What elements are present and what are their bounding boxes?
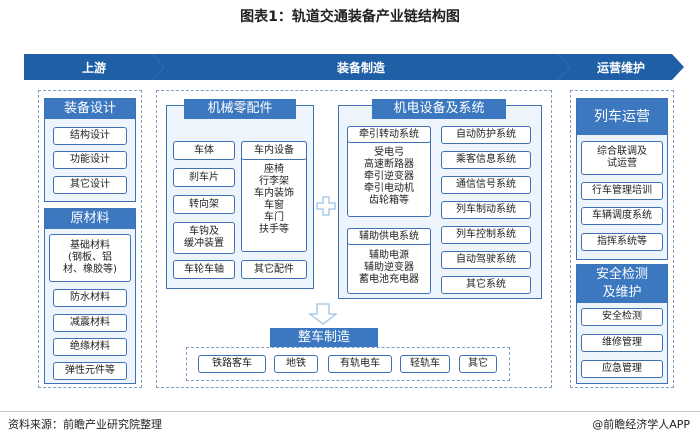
- mechanical-part: 刹车片: [173, 168, 235, 187]
- vehicle-title: 整车制造: [270, 328, 378, 348]
- electrical-title: 机电设备及系统: [372, 99, 506, 119]
- materials-item: 基础材料 (钢板、铝 材、橡胶等): [49, 234, 131, 282]
- vehicle-item: 其它: [459, 355, 497, 373]
- mechanical-title: 机械零配件: [184, 99, 296, 119]
- electrical-system: 自动防护系统: [441, 126, 531, 144]
- vehicle-item: 有轨电车: [328, 355, 392, 373]
- mechanical-part: 车体: [173, 141, 235, 160]
- materials-title: 原材料: [45, 209, 135, 229]
- train-ops-item: 综合联调及 试运营: [581, 141, 663, 175]
- chart-title: 图表1：轨道交通装备产业链结构图: [240, 9, 460, 25]
- source-note: 资料来源：前瞻产业研究院整理: [8, 418, 162, 431]
- plus-icon: [316, 196, 336, 216]
- vehicle-item: 地铁: [274, 355, 318, 373]
- safety-item: 应急管理: [581, 360, 663, 378]
- design-title: 装备设计: [45, 99, 135, 119]
- safety-title: 安全检测 及维护: [577, 265, 667, 303]
- mechanical-part: 车钩及 缓冲装置: [173, 222, 235, 254]
- down-arrow-icon: [308, 303, 338, 325]
- train-ops-item: 行车管理培训: [581, 182, 663, 200]
- safety-item: 维修管理: [581, 334, 663, 352]
- electrical-system: 自动驾驶系统: [441, 251, 531, 269]
- banner-manufacturing-label: 装备制造: [336, 61, 385, 75]
- materials-item: 绝缘材料: [53, 338, 127, 356]
- aux-items: 辅助电源 辅助逆变器 蓄电池充电器: [359, 250, 419, 285]
- banner-upstream-label: 上游: [81, 61, 106, 75]
- electrical-system: 乘客信息系统: [441, 151, 531, 169]
- electrical-system: 其它系统: [441, 276, 531, 294]
- train-ops-item: 指挥系统等: [581, 233, 663, 251]
- mechanical-part: 转向架: [173, 195, 235, 214]
- safety-item: 安全检测: [581, 308, 663, 326]
- materials-item: 减震材料: [53, 314, 127, 332]
- vehicle-item: 轻轨车: [400, 355, 450, 373]
- banner-operation: 运营维护: [558, 54, 684, 80]
- banner-upstream: 上游: [24, 54, 164, 80]
- traction-items: 受电弓 高速断路器 牵引逆变器 牵引电动机 齿轮箱等: [364, 147, 414, 206]
- electrical-system: 列车制动系统: [441, 201, 531, 219]
- mechanical-part: 车轮车轴: [173, 260, 235, 279]
- vehicle-item: 铁路客车: [198, 355, 266, 373]
- design-item: 其它设计: [53, 176, 127, 194]
- traction-title: 牵引转动系统: [347, 126, 431, 143]
- credit-label: @前瞻经济学人APP: [592, 418, 690, 431]
- train-ops-title: 列车运营: [577, 99, 667, 135]
- aux-title: 辅助供电系统: [347, 228, 431, 245]
- banner-manufacturing: 装备制造: [152, 54, 570, 80]
- design-item: 功能设计: [53, 151, 127, 169]
- banner-operation-label: 运营维护: [596, 61, 645, 75]
- train-ops-item: 车辆调度系统: [581, 207, 663, 225]
- design-item: 结构设计: [53, 127, 127, 145]
- footer-divider: [0, 411, 700, 412]
- materials-item: 弹性元件等: [53, 362, 127, 380]
- electrical-system: 通信信号系统: [441, 176, 531, 194]
- mechanical-part: 其它配件: [241, 260, 307, 279]
- materials-item: 防水材料: [53, 289, 127, 307]
- interior-items: 座椅 行李架 车内装饰 车窗 车门 扶手等: [254, 164, 294, 235]
- electrical-system: 列车控制系统: [441, 226, 531, 244]
- interior-title: 车内设备: [241, 141, 307, 160]
